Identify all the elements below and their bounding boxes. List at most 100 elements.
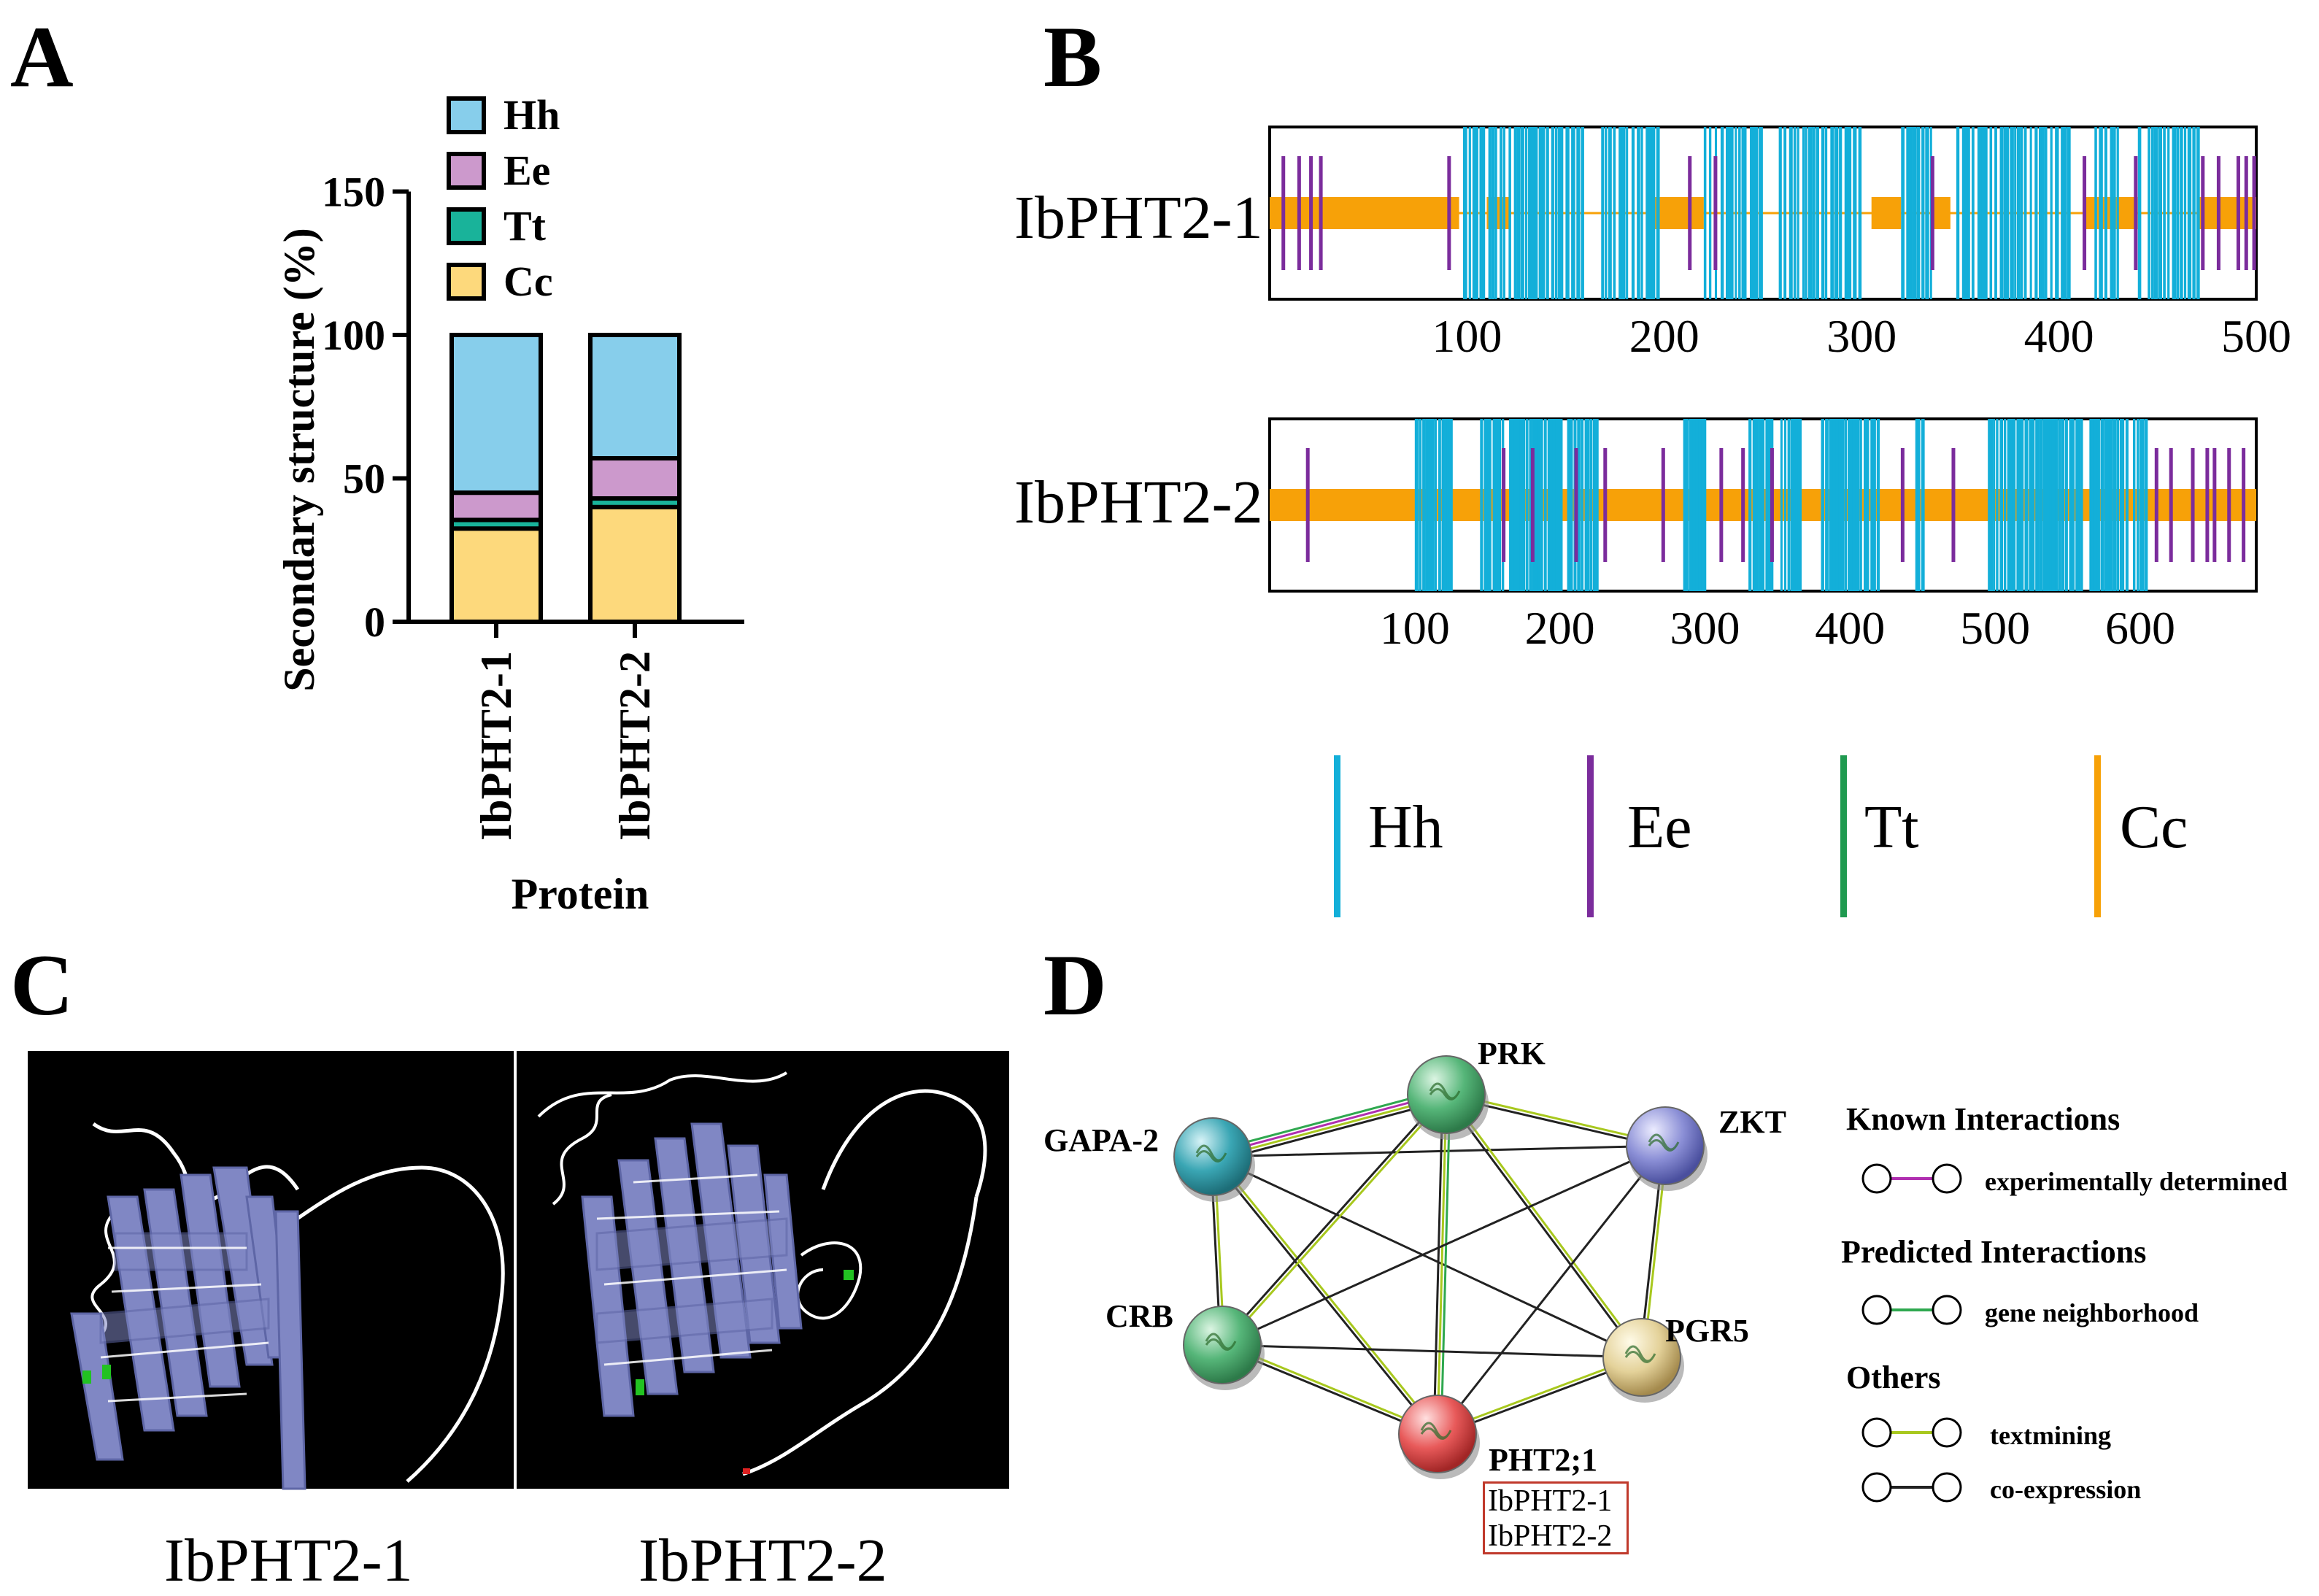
node-label-prk: PRK — [1478, 1036, 1546, 1071]
helix-mark — [2041, 127, 2045, 299]
helix-mark — [1535, 419, 1540, 591]
strand-mark — [2205, 448, 2210, 562]
helix-mark — [1576, 127, 1581, 299]
helix-mark — [2196, 127, 2200, 299]
helix-mark — [1876, 419, 1880, 591]
helix-mark — [2192, 127, 2196, 299]
helix-mark — [1524, 127, 1528, 299]
helix-mark — [1906, 127, 1910, 299]
strand-mark — [2134, 156, 2138, 270]
node-structure-glyph — [1195, 1144, 1227, 1163]
strand-mark — [1574, 448, 1578, 562]
network-edge-gapa-prk — [1211, 1092, 1446, 1157]
helix-mark — [2121, 419, 2125, 591]
helix-mark — [1438, 419, 1441, 591]
helix-mark — [2089, 419, 2094, 591]
helix-mark — [1499, 419, 1502, 591]
helix-mark — [1844, 127, 1849, 299]
legend-edge-textmining — [1861, 1417, 1962, 1448]
helix-mark — [2003, 419, 2007, 591]
helix-mark — [1925, 127, 1929, 299]
helix-mark — [1701, 419, 1705, 591]
helix-mark — [2010, 127, 2014, 299]
helix-mark — [1567, 419, 1571, 591]
helix-mark — [2180, 127, 2183, 299]
helix-mark — [1964, 127, 1969, 299]
helix-mark — [1787, 419, 1791, 591]
network-edge-prk-pht — [1436, 1094, 1448, 1435]
node-label-pgr5: PGR5 — [1665, 1313, 1749, 1349]
legend-neighborhood-label: gene neighborhood — [1985, 1298, 2199, 1327]
helix-mark — [1834, 127, 1839, 299]
helix-mark — [1462, 127, 1467, 299]
helix-mark — [1538, 127, 1543, 299]
strand-mark — [1719, 448, 1724, 562]
legend-label-strand: Ee — [1627, 793, 1692, 861]
helix-mark — [2006, 127, 2010, 299]
node-structure-glyph — [1205, 1333, 1237, 1351]
strand-mark — [2191, 448, 2195, 562]
strand-mark — [1930, 156, 1934, 270]
helix-mark — [1821, 127, 1825, 299]
helix-mark — [1491, 127, 1495, 299]
helix-mark — [1778, 127, 1782, 299]
legend-swatch-tt — [447, 207, 486, 245]
helix-mark — [1475, 127, 1478, 299]
helix-mark — [1621, 127, 1626, 299]
helix-mark — [1558, 127, 1562, 299]
helix-mark — [1830, 127, 1834, 299]
panel-letter-a: A — [10, 8, 74, 105]
helix-mark — [1708, 127, 1712, 299]
helix-mark — [2013, 419, 2016, 591]
helix-mark — [1480, 419, 1483, 591]
x-tick-label: IbPHT2-2 — [611, 651, 659, 841]
helix-mark — [1489, 419, 1492, 591]
helix-mark — [2024, 419, 2029, 591]
helix-mark — [1581, 419, 1584, 591]
helix-mark — [1752, 419, 1756, 591]
helix-mark — [2187, 127, 2192, 299]
helix-mark — [1513, 419, 1518, 591]
helix-mark — [1479, 127, 1483, 299]
helix-mark — [1728, 127, 1732, 299]
helix-mark — [2075, 419, 2079, 591]
helix-mark — [1981, 127, 1986, 299]
helix-mark — [1552, 419, 1556, 591]
protein-model-ibpht2-1 — [70, 1122, 505, 1490]
helix-mark — [1569, 419, 1573, 591]
helix-mark — [2058, 419, 2061, 591]
legend-experimental-label: experimentally determined — [1985, 1167, 2288, 1196]
helix-mark — [2109, 419, 2113, 591]
strand-mark — [1297, 156, 1301, 270]
helix-mark — [2163, 127, 2166, 299]
helix-mark — [1977, 127, 1982, 299]
helix-mark — [2096, 419, 2100, 591]
helix-mark — [1858, 127, 1862, 299]
helix-mark — [1581, 127, 1584, 299]
helix-mark — [1594, 419, 1599, 591]
track-tick-label: 200 — [1629, 310, 1699, 362]
helix-mark — [1991, 419, 1994, 591]
network-edge-prk-pht — [1432, 1094, 1444, 1434]
helix-mark — [2055, 419, 2058, 591]
helix-mark — [1584, 419, 1589, 591]
strand-mark — [1447, 156, 1451, 270]
helix-mark — [1908, 127, 1913, 299]
helix-mark — [2113, 127, 2116, 299]
helix-mark — [1601, 127, 1605, 299]
helix-mark — [1971, 127, 1975, 299]
network-edge-prk-pgr5 — [1443, 1095, 1642, 1360]
helix-mark — [1530, 127, 1535, 299]
helix-mark — [1916, 127, 1921, 299]
legend-label-helix: Hh — [1368, 793, 1443, 861]
y-tick-label: 100 — [322, 312, 385, 359]
strand-mark — [1900, 448, 1905, 562]
helix-mark — [1921, 127, 1925, 299]
helix-mark — [1807, 127, 1813, 299]
helix-mark — [1486, 419, 1490, 591]
helix-mark — [1917, 419, 1921, 591]
helix-mark — [2003, 127, 2007, 299]
helix-mark — [1613, 127, 1616, 299]
